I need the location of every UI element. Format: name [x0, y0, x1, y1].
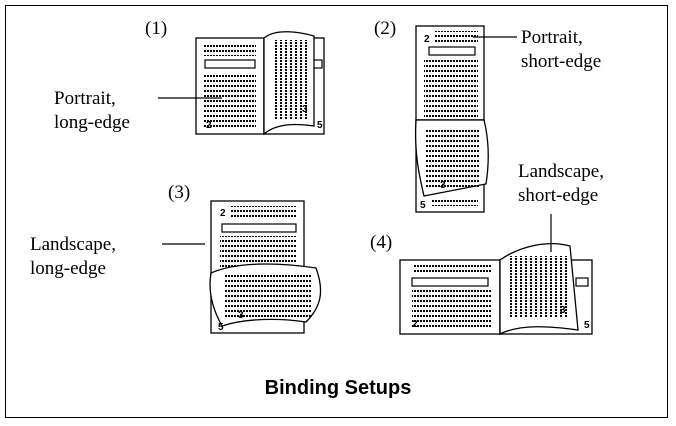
text-block — [204, 42, 256, 56]
page-number-2: 2 — [424, 34, 430, 45]
title-bar — [411, 277, 489, 287]
booklet-portrait-short-edge: 2 3 5 — [414, 25, 517, 213]
setup-2-label-line2: short-edge — [521, 51, 602, 72]
title-bar — [204, 59, 256, 69]
setup-4-label-line2: short-edge — [518, 185, 599, 206]
text-block — [412, 290, 492, 330]
page-number-3: 3 — [238, 310, 244, 321]
setup-1-label: Portrait, long-edge — [54, 87, 130, 135]
title-bar — [575, 277, 589, 287]
setup-1-label-line1: Portrait, — [54, 88, 116, 109]
text-block — [230, 206, 296, 218]
setup-2-number: (2) — [374, 18, 397, 39]
text-block — [434, 31, 478, 43]
setup-3-label: Landscape, long-edge — [30, 233, 116, 281]
text-block — [432, 200, 478, 206]
text-block — [508, 256, 570, 318]
setup-1-number: (1) — [145, 18, 168, 39]
page-number-5: 5 — [584, 320, 590, 331]
text-block — [272, 40, 310, 120]
booklet-landscape-short-edge: 2 3 5 — [399, 214, 593, 336]
text-block — [204, 72, 256, 130]
setup-3-label-line1: Landscape, — [30, 234, 116, 255]
page-number-5: 5 — [218, 322, 224, 333]
title-bar — [221, 223, 297, 233]
setup-3-number: (3) — [168, 182, 191, 203]
text-block — [224, 272, 312, 318]
figure-title: Binding Setups — [264, 377, 412, 399]
figure-frame — [5, 5, 668, 418]
page-number-2: 2 — [220, 208, 226, 219]
setup-4-label-line1: Landscape, — [518, 161, 604, 182]
page-number-5: 5 — [420, 200, 426, 211]
page-number-5: 5 — [317, 120, 323, 131]
title-bar — [428, 46, 476, 56]
page-number-3: 3 — [560, 305, 566, 316]
text-block — [426, 128, 480, 190]
page-number-2: 2 — [412, 319, 418, 330]
setup-1-label-line2: long-edge — [54, 112, 130, 133]
setup-2-label: Portrait, short-edge — [521, 26, 601, 74]
page-number-3: 3 — [302, 104, 308, 115]
page-number-2: 2 — [206, 120, 212, 131]
text-block — [414, 264, 492, 274]
setup-4-label: Landscape, short-edge — [518, 160, 604, 208]
text-block — [424, 59, 478, 117]
booklet-portrait-long-edge: 2 3 5 — [158, 31, 325, 136]
setup-4-number: (4) — [370, 232, 393, 253]
setup-3-label-line2: long-edge — [30, 258, 106, 279]
booklet-landscape-long-edge: 2 3 5 — [162, 200, 322, 334]
page-number-3: 3 — [440, 180, 446, 191]
setup-2-label-line1: Portrait, — [521, 27, 583, 48]
